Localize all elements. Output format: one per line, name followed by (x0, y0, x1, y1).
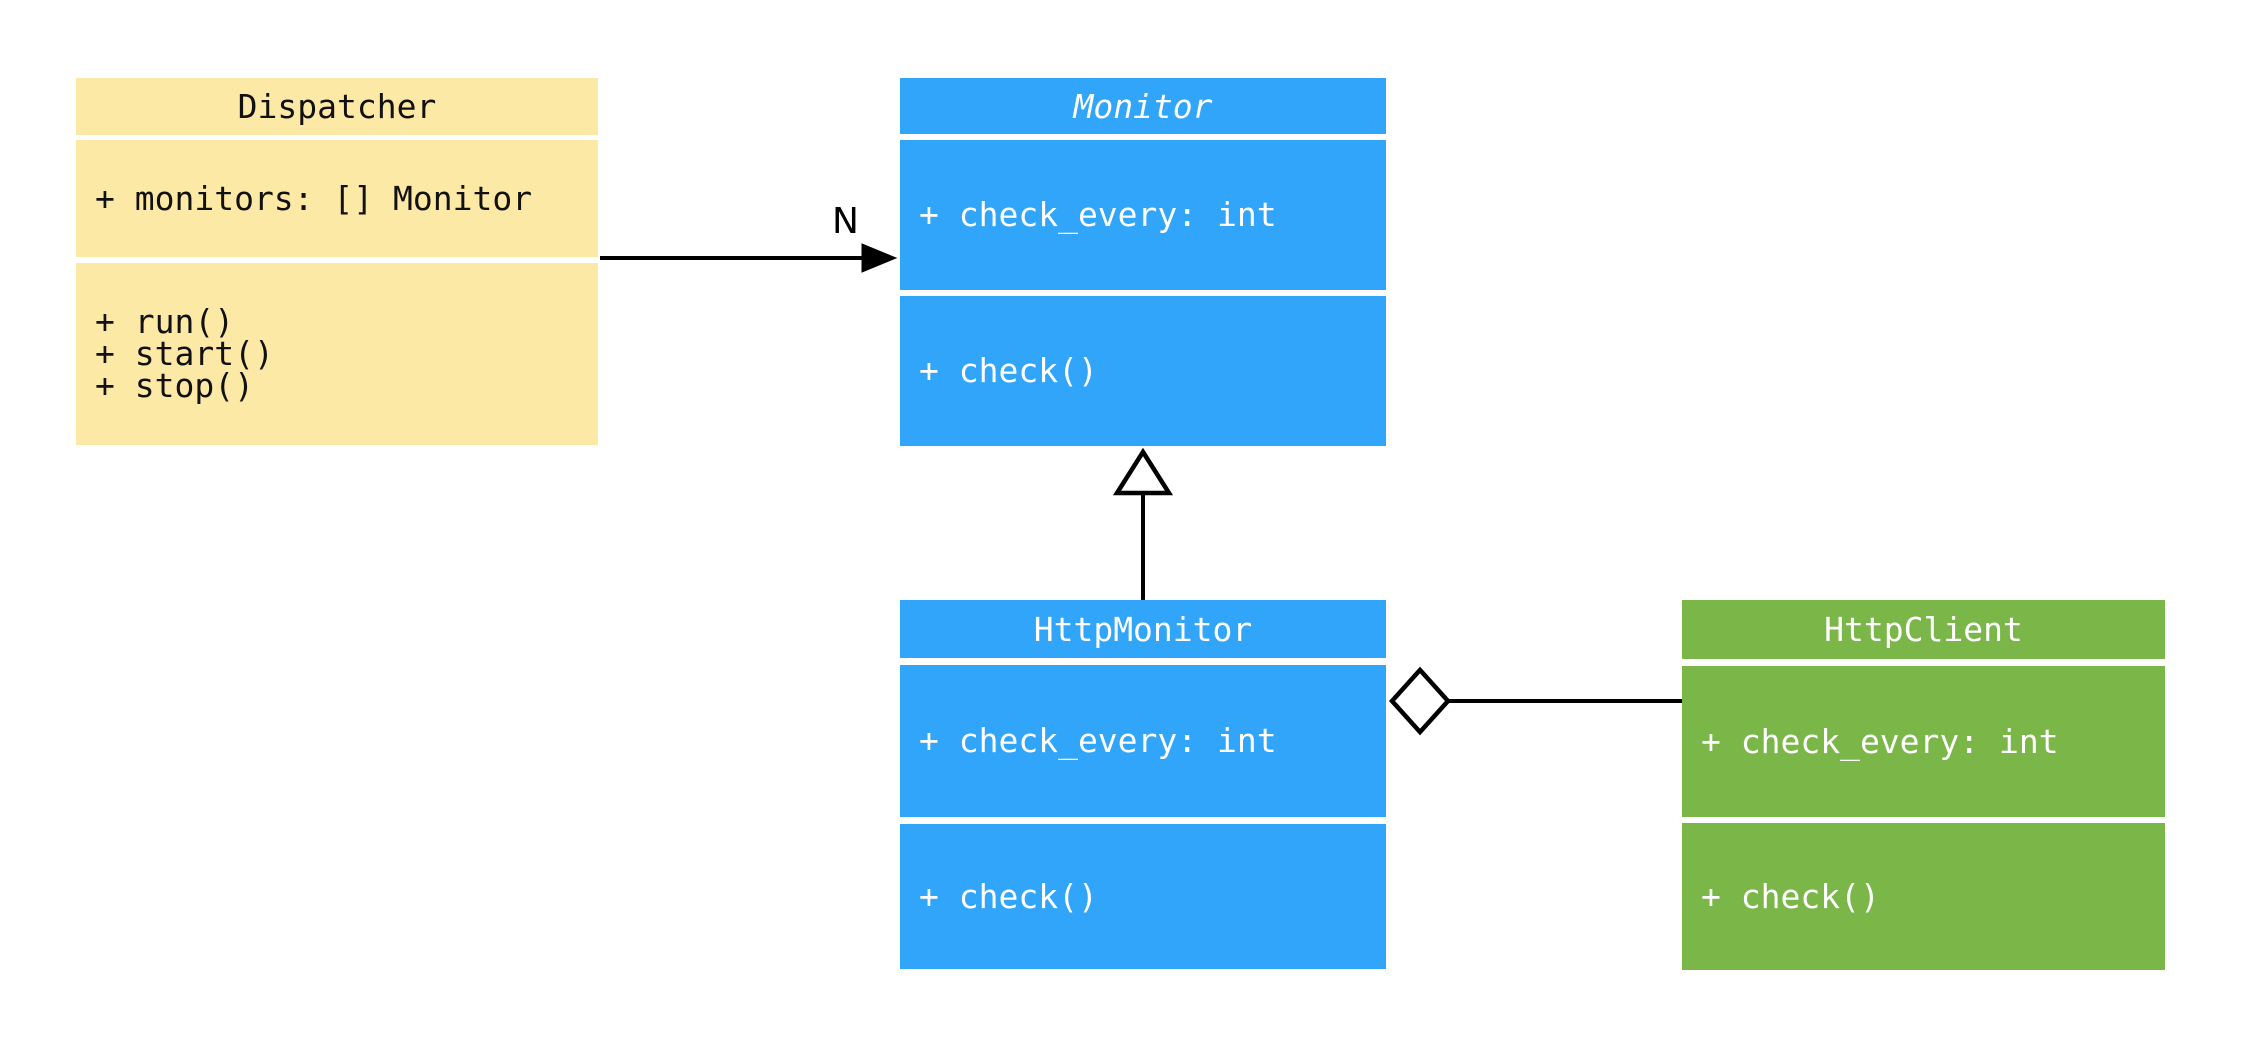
inheritance-httpmonitor-monitor (1112, 447, 1174, 601)
method: + start() (95, 334, 274, 373)
attributes-compartment: + check_every: int (900, 665, 1386, 817)
aggregation-hollow-diamond (1388, 666, 1452, 736)
class-name: Dispatcher (237, 87, 437, 126)
method: + stop() (95, 366, 254, 405)
class-title-bar: Dispatcher (76, 78, 598, 135)
method: + check() (919, 876, 1098, 916)
attributes-compartment: + check_every: int (1682, 666, 2165, 817)
attribute: + check_every: int (1701, 721, 2059, 761)
attribute: + check_every: int (919, 721, 1277, 760)
class-name: HttpMonitor (1033, 609, 1253, 649)
class-title-bar: HttpMonitor (900, 600, 1386, 658)
attributes-compartment: + check_every: int (900, 140, 1386, 290)
class-title-bar: Monitor (900, 78, 1386, 134)
class-monitor: Monitor + check_every: int + check() (900, 78, 1386, 446)
methods-compartment: + check() (900, 824, 1386, 969)
class-httpmonitor: HttpMonitor + check_every: int + check() (900, 600, 1386, 969)
class-httpclient: HttpClient + check_every: int + check() (1682, 600, 2165, 970)
attribute: + check_every: int (919, 195, 1277, 234)
filled-arrowhead (861, 243, 898, 273)
hollow-triangle-arrowhead (1112, 447, 1174, 496)
class-name: HttpClient (1824, 610, 2023, 649)
aggregation-httpmonitor-httpclient (1388, 666, 1683, 736)
methods-compartment: + run() + start() + stop() (76, 263, 598, 445)
attributes-compartment: + monitors: [] Monitor (76, 140, 598, 257)
association-multiplicity-label: N (832, 201, 859, 242)
class-dispatcher: Dispatcher + monitors: [] Monitor + run(… (76, 78, 598, 445)
method: + run() (95, 302, 235, 341)
class-name: Monitor (1073, 86, 1213, 126)
method: + check() (919, 351, 1098, 390)
methods-compartment: + check() (1682, 823, 2165, 970)
methods-compartment: + check() (900, 296, 1386, 446)
association-dispatcher-monitor (600, 243, 898, 273)
method: + check() (1701, 876, 1880, 916)
attribute: + monitors: [] Monitor (95, 178, 533, 218)
class-title-bar: HttpClient (1682, 600, 2165, 659)
